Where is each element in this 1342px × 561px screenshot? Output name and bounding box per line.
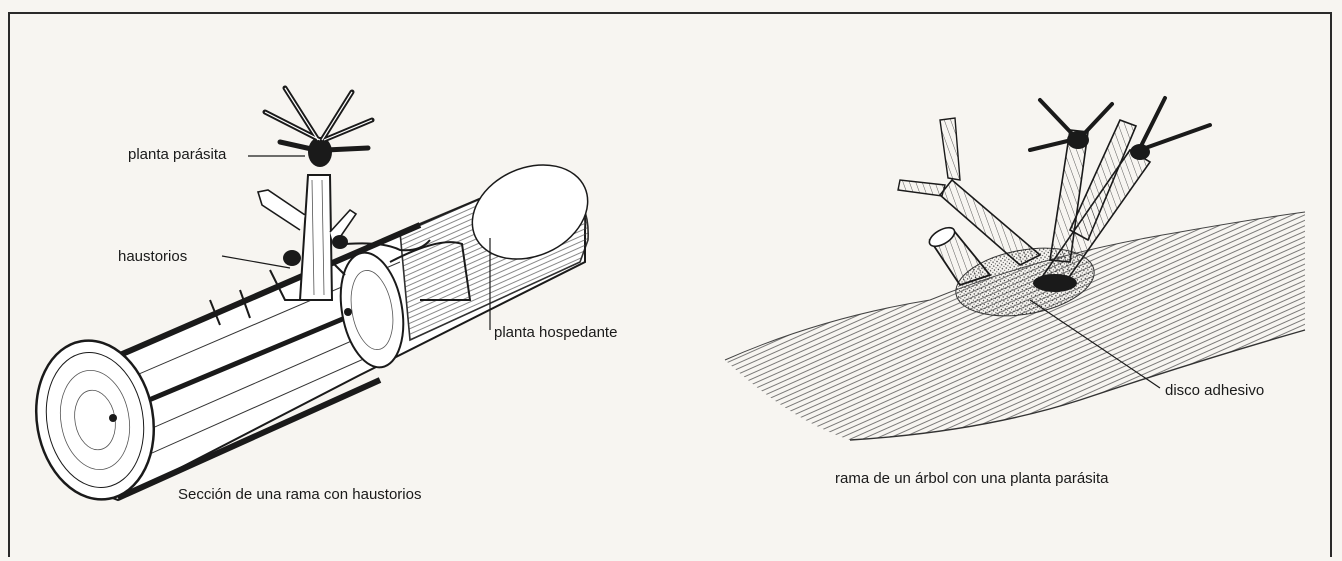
- label-host-plant: planta hospedante: [494, 324, 617, 341]
- caption-right: rama de un árbol con una planta parásita: [835, 470, 1109, 487]
- label-parasite-plant: planta parásita: [128, 146, 226, 163]
- caption-left: Sección de una rama con haustorios: [178, 486, 421, 503]
- label-haustoria: haustorios: [118, 248, 187, 265]
- label-adhesive-disc: disco adhesivo: [1165, 382, 1264, 399]
